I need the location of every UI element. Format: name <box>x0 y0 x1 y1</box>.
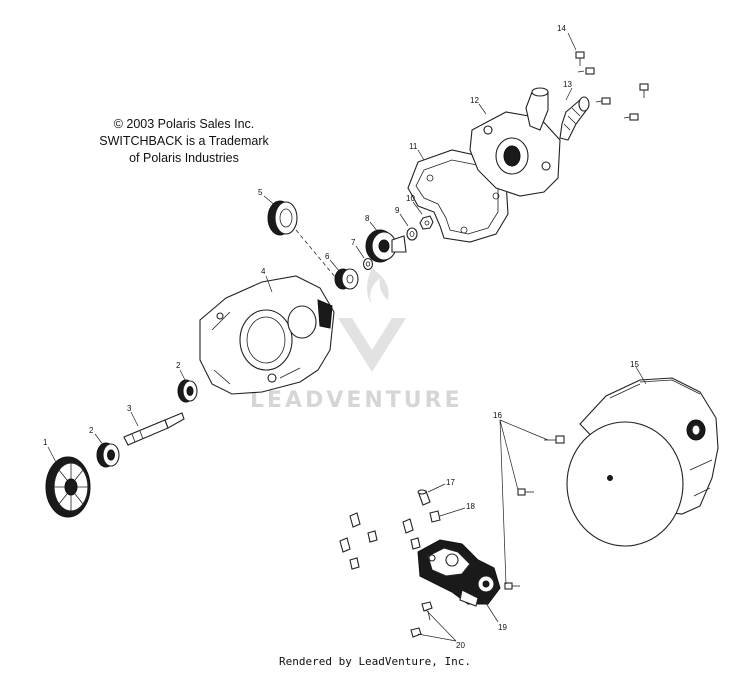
callout-11: 11 <box>409 142 418 151</box>
callout-4: 4 <box>261 267 266 276</box>
part-20-screws[interactable] <box>410 601 433 638</box>
callout-2-upper: 2 <box>176 361 181 370</box>
callout-20: 20 <box>456 641 465 650</box>
part-12-pump-cover[interactable] <box>469 87 561 197</box>
leadventure-watermark: LEADVENTURE <box>250 268 463 413</box>
callout-19: 19 <box>498 623 507 632</box>
callout-2-lower: 2 <box>89 426 94 435</box>
leader-lines <box>47 32 647 642</box>
callout-7: 7 <box>351 238 356 247</box>
assembly-centerline <box>295 229 337 279</box>
copyright-line-3: of Polaris Industries <box>129 151 239 165</box>
copyright-line-2: SWITCHBACK is a Trademark <box>99 134 269 148</box>
callout-5: 5 <box>258 188 263 197</box>
part-7-washer[interactable] <box>362 257 374 271</box>
callout-10: 10 <box>406 194 415 203</box>
part-8-impeller[interactable] <box>365 229 407 263</box>
copyright-notice: © 2003 Polaris Sales Inc. SWITCHBACK is … <box>96 116 272 167</box>
copyright-line-1: © 2003 Polaris Sales Inc. <box>113 117 255 131</box>
callout-3: 3 <box>127 404 132 413</box>
footer-credit: Rendered by LeadVenture, Inc. <box>278 655 472 668</box>
callout-15: 15 <box>630 360 639 369</box>
loose-sleeves <box>339 512 421 570</box>
callout-labels: 1 2 2 3 4 5 6 7 8 9 10 11 12 13 14 15 16… <box>43 24 639 650</box>
part-19-oil-pump[interactable] <box>417 539 501 607</box>
callout-18: 18 <box>466 502 475 511</box>
watermark-text: LEADVENTURE <box>250 388 463 413</box>
part-17-dowel[interactable] <box>417 489 431 506</box>
callout-8: 8 <box>365 214 370 223</box>
callout-9: 9 <box>395 206 400 215</box>
part-2-bearing-lower[interactable] <box>96 442 120 468</box>
part-18-bushing[interactable] <box>429 510 441 523</box>
part-2-bearing-upper[interactable] <box>177 379 198 403</box>
callout-13: 13 <box>563 80 572 89</box>
part-9-washer[interactable] <box>406 227 418 241</box>
callout-12: 12 <box>470 96 479 105</box>
part-13-elbow-fitting[interactable] <box>559 96 590 141</box>
part-10-nut[interactable] <box>419 215 434 230</box>
part-15-starter-housing[interactable] <box>566 377 719 547</box>
callout-1: 1 <box>43 438 48 447</box>
callout-6: 6 <box>325 252 330 261</box>
part-14-bolts[interactable] <box>575 51 649 121</box>
part-1-sprocket[interactable] <box>45 456 91 518</box>
part-4-housing[interactable] <box>199 275 335 395</box>
part-16-bolts[interactable] <box>504 435 565 590</box>
callout-14: 14 <box>557 24 566 33</box>
callout-17: 17 <box>446 478 455 487</box>
callout-16: 16 <box>493 411 502 420</box>
part-6-bushing[interactable] <box>334 268 359 290</box>
part-5-seal[interactable] <box>267 200 298 236</box>
part-3-shaft[interactable] <box>123 412 185 446</box>
